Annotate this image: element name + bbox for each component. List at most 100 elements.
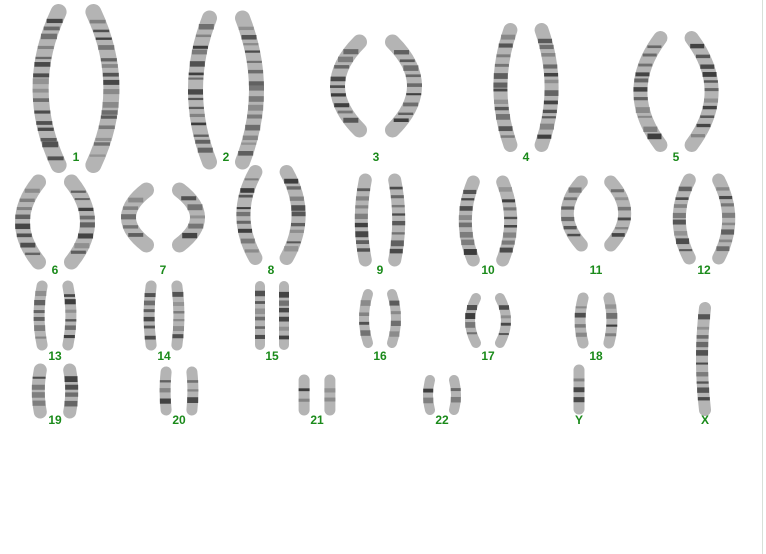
chromosome-17-a — [465, 293, 481, 348]
chromatid-body — [15, 174, 46, 270]
chromosome-band — [561, 206, 575, 210]
chromosome-band — [289, 229, 304, 233]
chromosome-band — [463, 189, 477, 195]
chromosome-2-b — [235, 10, 264, 170]
chromosome-band — [568, 187, 582, 193]
chromatid-body — [143, 280, 157, 351]
chromosome-band — [330, 93, 346, 97]
chromosome-band — [16, 233, 32, 238]
chromosome-band — [690, 43, 705, 49]
chromosome-band — [605, 333, 617, 337]
chromosome-band — [605, 304, 617, 309]
chromatid-body — [31, 363, 47, 419]
chromosome-band — [248, 81, 264, 86]
chromosome-band — [703, 80, 718, 83]
chromosome-band — [543, 100, 558, 105]
chromosome-band — [291, 205, 306, 211]
chromosome-band — [64, 299, 76, 305]
chromosome-band — [461, 198, 475, 201]
chromosome-band — [284, 178, 299, 184]
chromosome-band — [103, 79, 120, 85]
chromosome-12-a — [672, 173, 696, 265]
chromosome-band — [399, 59, 415, 63]
chromosome-band — [633, 87, 648, 92]
chromosome-band — [128, 197, 144, 203]
chromosome-band — [236, 207, 251, 210]
chromosome-band — [642, 53, 657, 57]
chromosome-band — [499, 247, 513, 253]
chromosome-band — [42, 141, 59, 148]
chromosome-band — [496, 54, 511, 58]
chromosome-22-b — [449, 375, 461, 415]
chromosome-band — [255, 316, 265, 321]
chromosome-band — [188, 72, 204, 76]
chromatid-body — [574, 292, 589, 349]
chromosome-band — [286, 241, 301, 244]
chromosome-Y — [573, 364, 585, 415]
chromosome-band — [279, 291, 289, 298]
chromosome-band — [173, 311, 185, 314]
chromosome-band — [65, 309, 77, 313]
chromosome-band — [35, 56, 52, 60]
chromosome-band — [647, 133, 662, 140]
chromosome-band — [405, 74, 421, 78]
chromosome-14-a — [143, 280, 157, 351]
chromosome-band — [187, 204, 203, 211]
chromatid-body — [171, 280, 185, 351]
chromosome-band — [31, 392, 45, 398]
chromosome-band — [240, 188, 255, 193]
chromosome-band — [563, 225, 577, 230]
chromosome-band — [34, 62, 51, 67]
chromosome-17-b — [495, 293, 511, 348]
chromosome-band — [93, 142, 110, 146]
chromosome-8-a — [236, 165, 263, 265]
chromatid-body — [387, 289, 401, 348]
chromatid-body — [388, 173, 406, 267]
chromosome-band — [637, 115, 652, 118]
chromosome-band — [722, 212, 736, 218]
chromosome-band — [539, 123, 554, 130]
chromosome-band — [64, 376, 78, 383]
chromosome-band — [359, 321, 370, 325]
chromosome-band — [493, 73, 508, 79]
chromosome-3-a — [330, 34, 367, 138]
chromosome-band — [289, 196, 304, 201]
chromosome-band — [679, 249, 693, 252]
chromosome-8-b — [279, 165, 306, 265]
chromosome-band — [501, 34, 516, 40]
chromosome-band — [635, 72, 650, 77]
chromosome-label-12: 12 — [697, 263, 711, 277]
chromosome-band — [64, 325, 76, 330]
chromosome-band — [334, 103, 350, 108]
chromosome-band — [102, 72, 119, 77]
chromosome-band — [647, 45, 662, 49]
chromosome-label-5: 5 — [672, 150, 680, 164]
chromatid-body — [696, 302, 711, 416]
chromatid-body — [85, 4, 120, 173]
chromosome-band — [245, 50, 261, 53]
chromosome-band — [32, 376, 46, 379]
chromosome-band — [330, 85, 346, 88]
chromosome-band — [128, 233, 144, 237]
chromosome-band — [615, 227, 629, 230]
chromosome-band — [65, 392, 79, 397]
chromosome-band — [354, 222, 368, 228]
chromosome-band — [389, 248, 403, 254]
chromosome-band — [246, 60, 262, 63]
chromosome-band — [279, 316, 289, 322]
chromosome-label-Y: Y — [574, 413, 584, 427]
chromosome-band — [32, 78, 49, 85]
chromosome-15-a — [255, 281, 265, 350]
chromosome-18-b — [603, 292, 618, 349]
chromosome-band — [466, 305, 477, 311]
chromosome-band — [242, 135, 258, 141]
chromosome-band — [46, 18, 63, 24]
chromosome-band — [543, 64, 558, 69]
chromosome-band — [33, 316, 45, 321]
chromosome-band — [461, 239, 475, 246]
chromosome-band — [500, 322, 511, 326]
chromosome-band — [100, 58, 117, 62]
chromosome-band — [719, 195, 733, 200]
chromosome-label-21: 21 — [310, 413, 324, 427]
